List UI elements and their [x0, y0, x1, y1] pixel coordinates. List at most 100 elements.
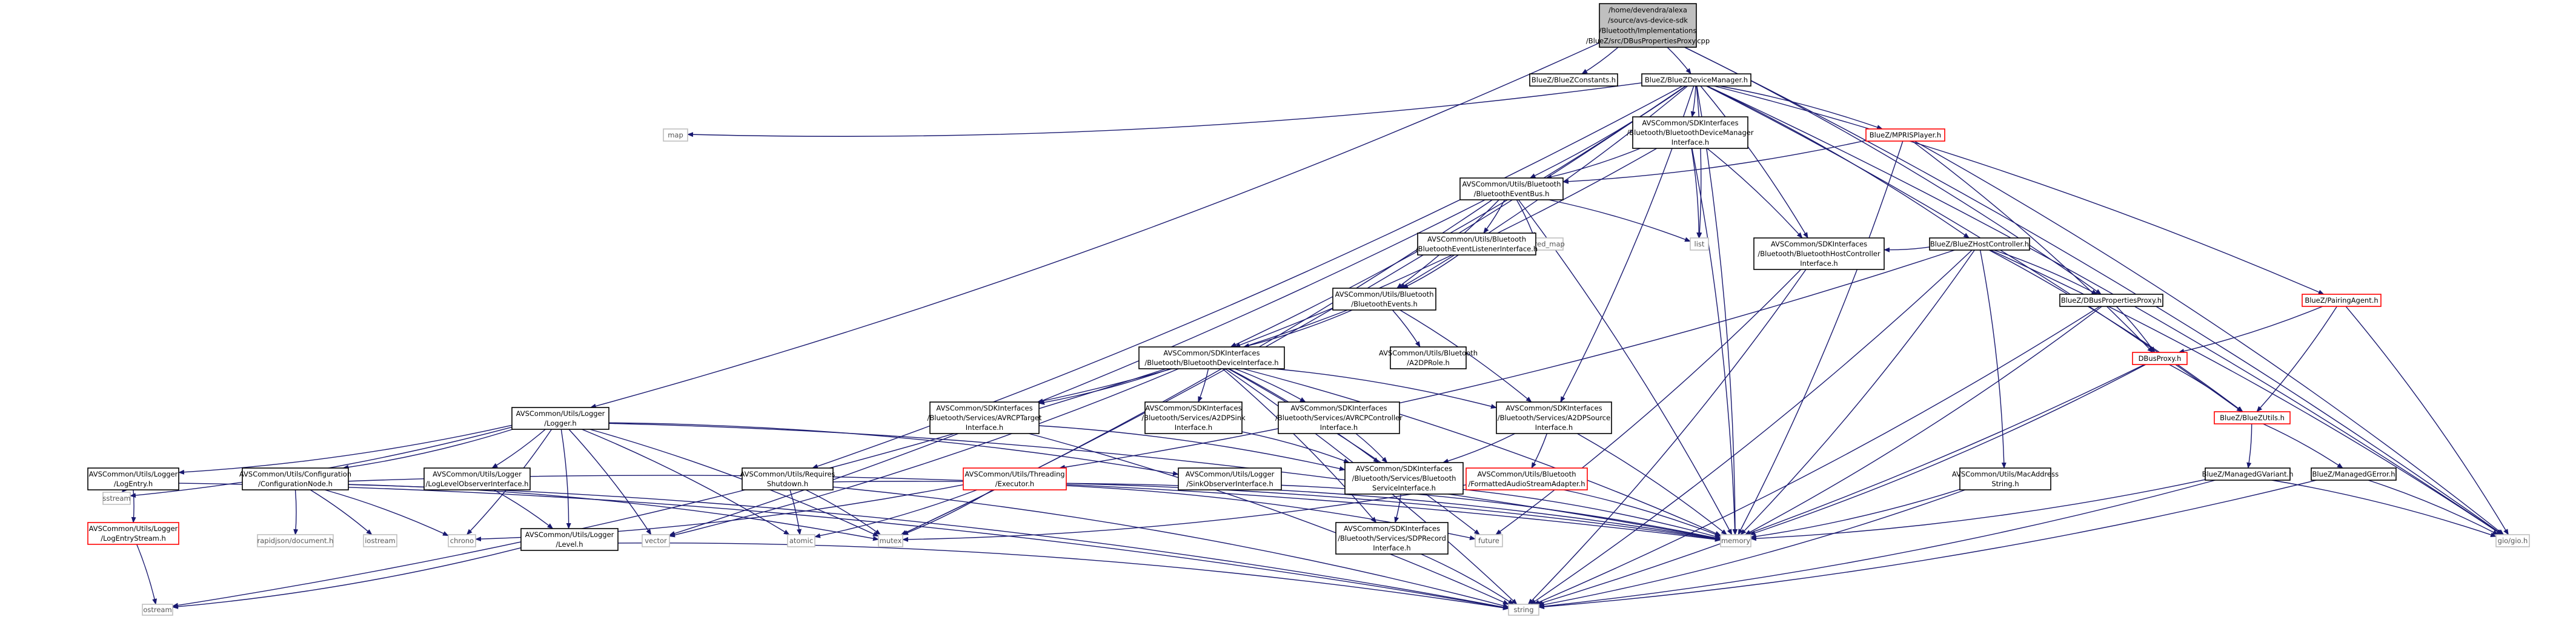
- include-edge: [2246, 423, 2252, 469]
- graph-node[interactable]: AVSCommon/SDKInterfaces/Bluetooth/Servic…: [1344, 462, 1464, 495]
- include-edge: [2116, 306, 2156, 353]
- node-label: AVSCommon/SDKInterfaces: [1771, 240, 1867, 248]
- include-edge: [789, 489, 802, 535]
- graph-node[interactable]: BlueZ/DBusPropertiesProxy.h: [2059, 294, 2163, 307]
- node-label: /ConfigurationNode.h: [258, 480, 333, 488]
- include-edge: [1531, 433, 1548, 469]
- graph-node[interactable]: AVSCommon/SDKInterfaces/Bluetooth/Blueto…: [1753, 237, 1885, 270]
- node-box: [1138, 346, 1285, 369]
- include-edge: [1700, 85, 1808, 239]
- graph-node[interactable]: AVSCommon/Utils/Bluetooth/FormattedAudio…: [1466, 467, 1588, 490]
- include-edge: [1667, 47, 1691, 74]
- include-edge: [493, 489, 554, 529]
- graph-node[interactable]: AVSCommon/Utils/Configuration/Configurat…: [239, 467, 351, 490]
- node-label: /SinkObserverInterface.h: [1186, 480, 1273, 488]
- node-label: AVSCommon/Utils/Bluetooth: [1335, 290, 1434, 299]
- node-label: memory: [1721, 536, 1750, 545]
- node-label: Shutdown.h: [767, 480, 808, 488]
- node-label: Interface.h: [1175, 423, 1212, 432]
- include-edge: [1533, 306, 2100, 605]
- node-label: /A2DPRole.h: [1407, 358, 1450, 367]
- node-label: BlueZ/ManagedGError.h: [2312, 470, 2395, 478]
- graph-node: iostream: [363, 534, 397, 547]
- graph-node[interactable]: AVSCommon/SDKInterfaces/Bluetooth/Blueto…: [1627, 116, 1754, 149]
- graph-node[interactable]: BlueZ/ManagedGError.h: [2311, 467, 2397, 481]
- include-edge: [900, 85, 1686, 535]
- graph-node[interactable]: AVSCommon/Utils/Bluetooth/BluetoothEvent…: [1332, 288, 1436, 311]
- graph-node[interactable]: AVSCommon/Utils/Logger/Level.h: [520, 528, 619, 551]
- node-box: [2495, 534, 2530, 547]
- graph-node[interactable]: BlueZ/MPRISPlayer.h: [1865, 128, 1945, 142]
- graph-node[interactable]: BlueZ/BlueZUtils.h: [2214, 411, 2291, 424]
- graph-node[interactable]: AVSCommon/SDKInterfaces/Bluetooth/Servic…: [928, 401, 1042, 434]
- graph-node[interactable]: AVSCommon/SDKInterfaces/Bluetooth/Servic…: [1275, 401, 1403, 434]
- node-box: [1753, 237, 1885, 270]
- graph-node[interactable]: AVSCommon/Utils/Logger/LogEntryStream.h: [87, 522, 179, 545]
- include-edge: [136, 544, 158, 605]
- node-box: [257, 534, 334, 547]
- graph-node[interactable]: AVSCommon/Utils/Bluetooth/BluetoothEvent…: [1416, 233, 1538, 256]
- graph-node[interactable]: BlueZ/PairingAgent.h: [2302, 294, 2382, 307]
- include-edge: [1222, 368, 1377, 523]
- node-box: [1144, 401, 1243, 434]
- node-label: AVSCommon/Utils/Logger: [516, 409, 605, 418]
- node-box: [1178, 467, 1282, 490]
- graph-node[interactable]: AVSCommon/Utils/Logger/LogEntry.h: [87, 467, 179, 490]
- node-box: [1529, 73, 1618, 87]
- include-edge: [1058, 249, 1955, 470]
- node-box: [87, 467, 179, 490]
- include-edge: [1273, 368, 1497, 409]
- include-edge: [1979, 249, 2007, 469]
- graph-node[interactable]: BlueZ/BlueZHostController.h: [1929, 237, 2030, 251]
- graph-node: sstream: [102, 492, 131, 505]
- include-edge: [617, 543, 1509, 610]
- node-label: AVSCommon/SDKInterfaces: [1642, 119, 1738, 127]
- graph-node[interactable]: AVSCommon/Utils/Logger/SinkObserverInter…: [1178, 467, 1282, 490]
- include-edge: [1744, 306, 2102, 535]
- include-edge: [324, 489, 449, 536]
- include-edge: [1234, 148, 1658, 348]
- node-label: AVSCommon/Utils/Configuration: [239, 470, 351, 478]
- node-label: AVSCommon/Utils/Bluetooth: [1379, 349, 1478, 357]
- include-edge: [1536, 364, 2145, 605]
- include-edge: [1993, 249, 2098, 295]
- include-edge: [902, 484, 1467, 542]
- node-label: BlueZ/ManagedGVariant.h: [2202, 470, 2294, 478]
- graph-node[interactable]: AVSCommon/SDKInterfaces/Bluetooth/Servic…: [1335, 522, 1449, 555]
- include-edge: [1749, 364, 2146, 535]
- include-edge: [178, 424, 513, 475]
- graph-node[interactable]: AVSCommon/SDKInterfaces/Bluetooth/Blueto…: [1138, 346, 1285, 369]
- include-edge: [687, 82, 1642, 137]
- graph-node[interactable]: AVSCommon/Utils/Logger/Logger.h: [511, 407, 609, 430]
- graph-node: map: [663, 128, 688, 142]
- node-label: AVSCommon/SDKInterfaces: [1505, 404, 1602, 412]
- node-box: [1278, 401, 1400, 434]
- node-box: [1390, 346, 1467, 369]
- graph-node[interactable]: BlueZ/BlueZConstants.h: [1529, 73, 1618, 87]
- include-edge: [342, 429, 513, 470]
- graph-node[interactable]: AVSCommon/Utils/Bluetooth/A2DPRole.h: [1379, 346, 1478, 369]
- node-box: [1865, 128, 1945, 142]
- graph-node[interactable]: AVSCommon/Utils/Threading/Executor.h: [963, 467, 1067, 490]
- graph-node[interactable]: DBusProxy.h: [2132, 352, 2188, 365]
- node-label: /Logger.h: [544, 419, 576, 427]
- graph-node[interactable]: BlueZ/BlueZDeviceManager.h: [1641, 73, 1751, 87]
- node-box: [1959, 467, 2051, 490]
- graph-node[interactable]: AVSCommon/Utils/Logger/LogLevelObserverI…: [423, 467, 531, 490]
- node-box: [1496, 401, 1612, 434]
- graph-node[interactable]: AVSCommon/SDKInterfaces/Bluetooth/Servic…: [1496, 401, 1612, 434]
- graph-node[interactable]: /home/devendra/alexa/source/avs-device-s…: [1586, 3, 1710, 48]
- node-box: [1641, 73, 1751, 87]
- graph-node[interactable]: AVSCommon/SDKInterfaces/Bluetooth/Servic…: [1141, 401, 1246, 434]
- node-label: /Bluetooth/BluetoothDeviceInterface.h: [1144, 358, 1278, 367]
- node-label: sstream: [102, 494, 130, 503]
- node-label: Interface.h: [966, 423, 1003, 432]
- graph-node[interactable]: BlueZ/ManagedGVariant.h: [2202, 467, 2294, 481]
- node-label: /LogEntry.h: [114, 480, 153, 488]
- include-edge: [1394, 493, 1401, 523]
- include-edge: [2271, 480, 2497, 537]
- node-label: /Bluetooth/Services/SDPRecord: [1338, 534, 1446, 543]
- graph-node[interactable]: AVSCommon/Utils/Bluetooth/BluetoothEvent…: [1459, 177, 1564, 200]
